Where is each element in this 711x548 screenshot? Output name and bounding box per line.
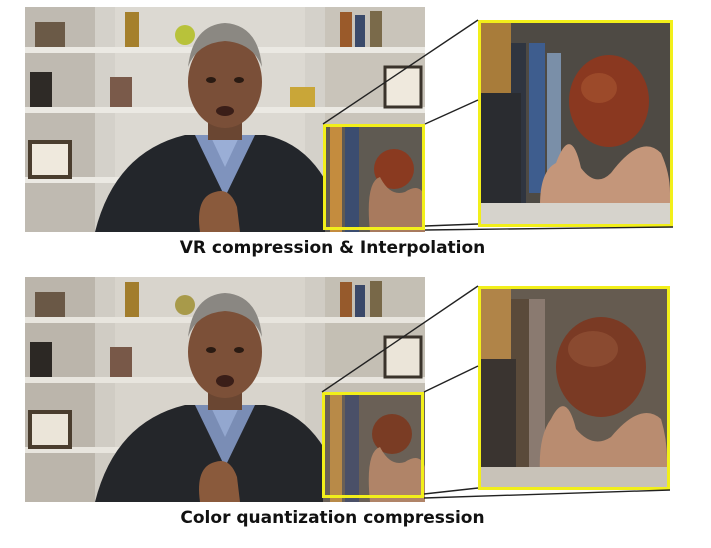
caption: VR compression & Interpolation <box>179 238 486 258</box>
caption: Color quantization compression <box>180 508 485 528</box>
video-frame-illustration <box>25 277 425 502</box>
highlight-box-small <box>322 392 424 498</box>
video-frame-image <box>25 7 425 232</box>
connector-lines <box>322 19 674 231</box>
comparison-panel-vr: VR compression & Interpolation <box>0 0 711 270</box>
comparison-panel-color-quantization: Color quantization compression <box>0 270 711 548</box>
connector-lines <box>321 285 671 499</box>
zoomed-detail-image <box>478 286 670 490</box>
zoomed-detail-illustration <box>481 289 667 487</box>
zoomed-detail-image <box>478 20 673 227</box>
video-frame-illustration <box>25 7 425 232</box>
zoomed-detail-illustration <box>481 23 670 224</box>
video-frame-image <box>25 277 425 502</box>
highlight-box-small <box>323 124 425 230</box>
